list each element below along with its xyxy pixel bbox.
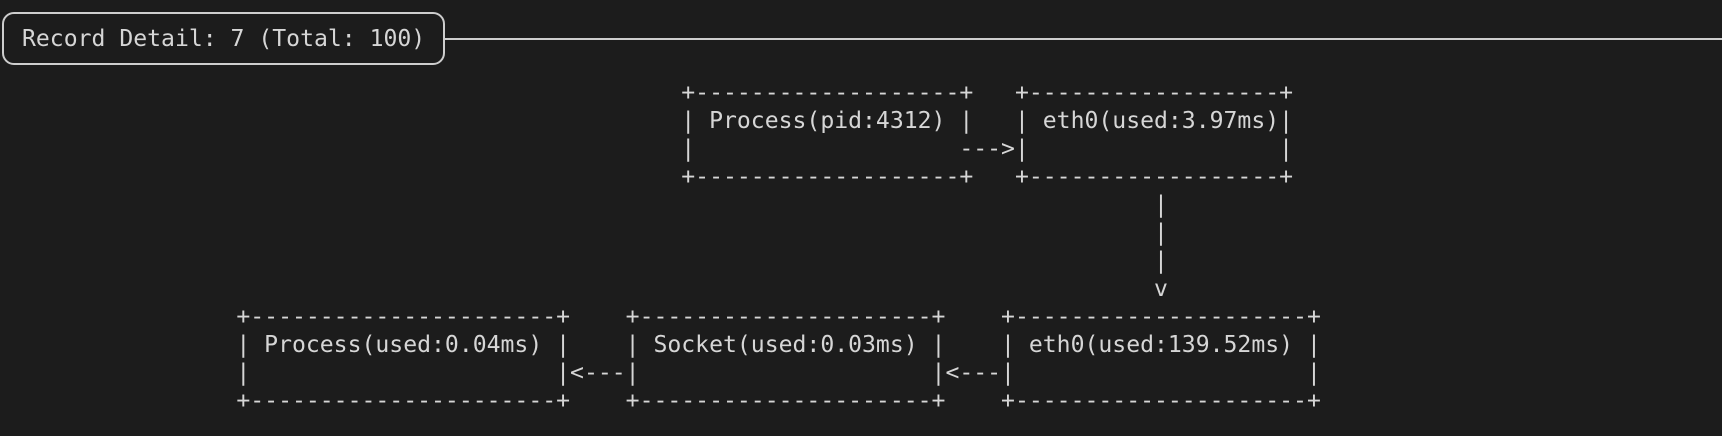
diagram-line: |: [0, 192, 1168, 218]
diagram-line: +-------------------+ +-----------------…: [0, 164, 1294, 190]
diagram-line: v: [0, 276, 1168, 302]
diagram-line: |: [0, 220, 1168, 246]
diagram-line: +----------------------+ +--------------…: [0, 304, 1321, 330]
diagram-line: | --->| |: [0, 136, 1294, 162]
record-detail-tab: Record Detail: 7 (Total: 100): [2, 12, 446, 65]
diagram-line: | Process(used:0.04ms) | | Socket(used:0…: [0, 332, 1321, 358]
diagram-line: +-------------------+ +-----------------…: [0, 80, 1294, 106]
diagram-line: | Process(pid:4312) | | eth0(used:3.97ms…: [0, 108, 1294, 134]
diagram-line: |: [0, 248, 1168, 274]
diagram-line: +----------------------+ +--------------…: [0, 388, 1321, 414]
ascii-flow-diagram: +-------------------+ +-----------------…: [0, 79, 1321, 415]
record-detail-title: Record Detail: 7 (Total: 100): [22, 25, 426, 52]
header-rule: [385, 38, 1722, 40]
diagram-line: | |<---| |<---| |: [0, 360, 1321, 386]
